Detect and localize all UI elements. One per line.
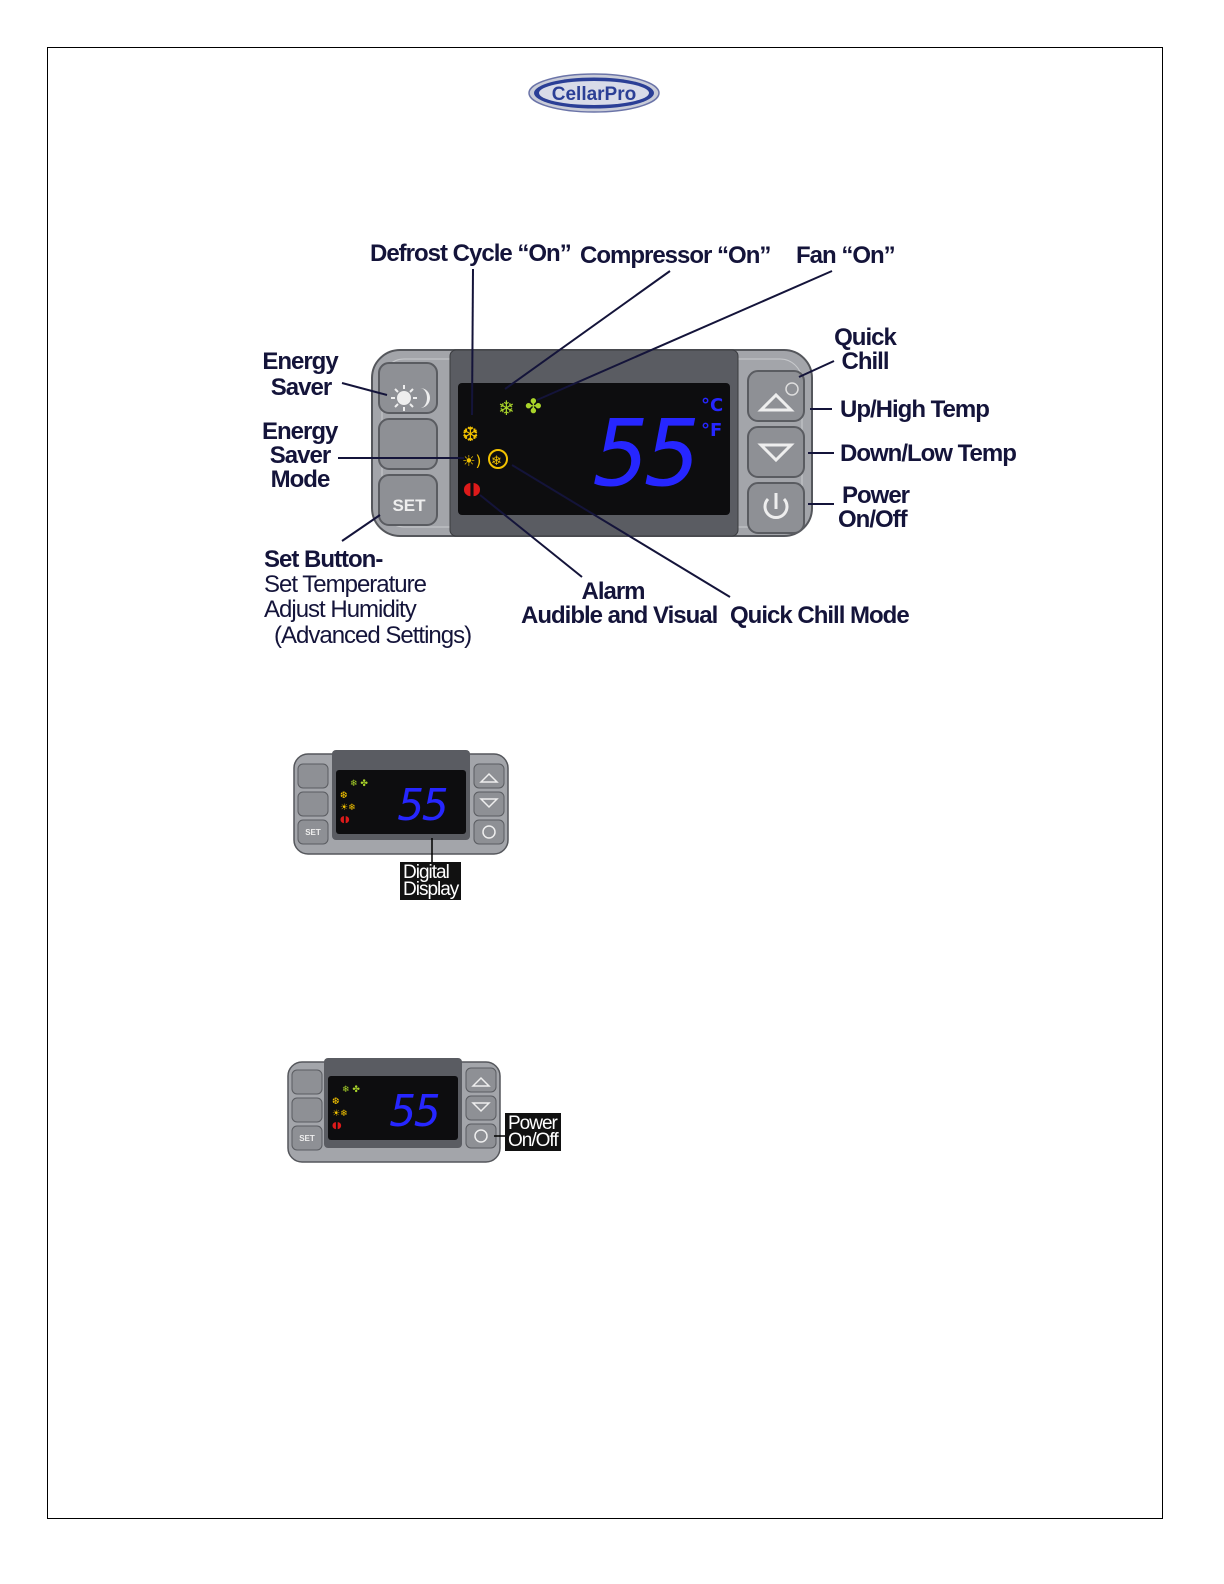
label-compressor: Compressor “On” [580,242,771,269]
controller-diagram: SET ❄ ✤ ❆ ☀) ❄ ◖◗ 55 °C °F [262,237,1017,657]
svg-text:☀❄: ☀❄ [332,1109,348,1119]
label-defrost: Defrost Cycle “On” [370,240,572,267]
label-energy-saver-2: Saver [270,374,332,401]
tag-line-2: Display [403,879,459,900]
temperature-digits: 55 [594,400,697,507]
fahrenheit-unit: °F [701,420,722,441]
label-power-2: On/Off [838,506,908,533]
svg-text:❆: ❆ [340,791,348,801]
set-button-label: SET [392,496,426,515]
label-set-4: (Advanced Settings) [274,622,472,649]
sun-moon-icon [391,385,430,411]
down-button [747,426,805,478]
page-border [47,47,1163,1519]
svg-text:❄ ✤: ❄ ✤ [342,1085,360,1095]
label-alarm-2: Audible and Visual [521,602,718,629]
alarm-icon: ◖◗ [463,479,481,499]
defrost-icon: ❆ [462,422,479,446]
label-quick-chill-1: Quick [834,324,897,351]
up-arrow-icon [757,392,795,412]
svg-text:❄ ✤: ❄ ✤ [350,779,368,789]
svg-text:☀❄: ☀❄ [340,803,356,813]
celsius-unit: °C [701,395,723,416]
logo-text: CellarPro [552,84,636,105]
blank-button [378,418,438,470]
label-quick-chill-2: Chill [841,348,890,375]
svg-text:55: 55 [398,780,447,831]
set-button [378,474,438,526]
label-quick-chill-mode: Quick Chill Mode [730,602,910,629]
small-diagram-digital-display: SET ❄ ✤ ❆ ☀❄ ◖◗ 55 Digital Display [292,750,512,912]
cellarpro-logo: CellarPro [527,72,661,114]
label-set-3: Adjust Humidity [264,596,417,623]
svg-text:SET: SET [299,1134,315,1143]
svg-text:55: 55 [390,1086,439,1137]
tag-line-1: Power [508,1113,558,1134]
down-arrow-icon [757,443,795,463]
svg-text:❄: ❄ [491,454,502,469]
svg-text:◖◗: ◖◗ [332,1121,342,1131]
fan-icon: ✤ [525,394,542,418]
label-energy-saver-1: Energy [262,348,338,375]
lcd-screen [458,383,730,515]
label-down: Down/Low Temp [840,440,1017,467]
svg-text:◖◗: ◖◗ [340,815,350,825]
quick-chill-mode-icon [488,449,508,469]
compressor-snowflake-icon: ❄ [498,396,515,420]
label-es-mode-3: Mode [270,466,331,493]
leader-lines [338,268,835,598]
label-alarm-1: Alarm [581,578,645,605]
energy-saver-mode-icon: ☀) [462,452,481,470]
label-es-mode-1: Energy [262,418,338,445]
label-es-mode-2: Saver [269,442,331,469]
svg-text:❆: ❆ [332,1097,340,1107]
label-power-1: Power [842,482,910,509]
energy-saver-button [378,362,438,414]
quick-chill-icon [785,382,799,396]
label-set-1: Set Button- [264,546,383,573]
small-diagram-power: SET ❄ ✤ ❆ ☀❄ ◖◗ 55 Power On/Off [286,1058,576,1168]
power-icon [763,493,789,519]
tag-line-1: Digital [403,862,450,883]
power-on-off-tag: Power On/Off [505,1113,561,1151]
label-fan: Fan “On” [796,242,896,269]
tag-line-2: On/Off [508,1130,559,1151]
digital-display-tag: Digital Display [400,862,462,900]
label-set-2: Set Temperature [264,571,427,598]
svg-text:SET: SET [305,828,321,837]
label-up: Up/High Temp [840,396,990,423]
